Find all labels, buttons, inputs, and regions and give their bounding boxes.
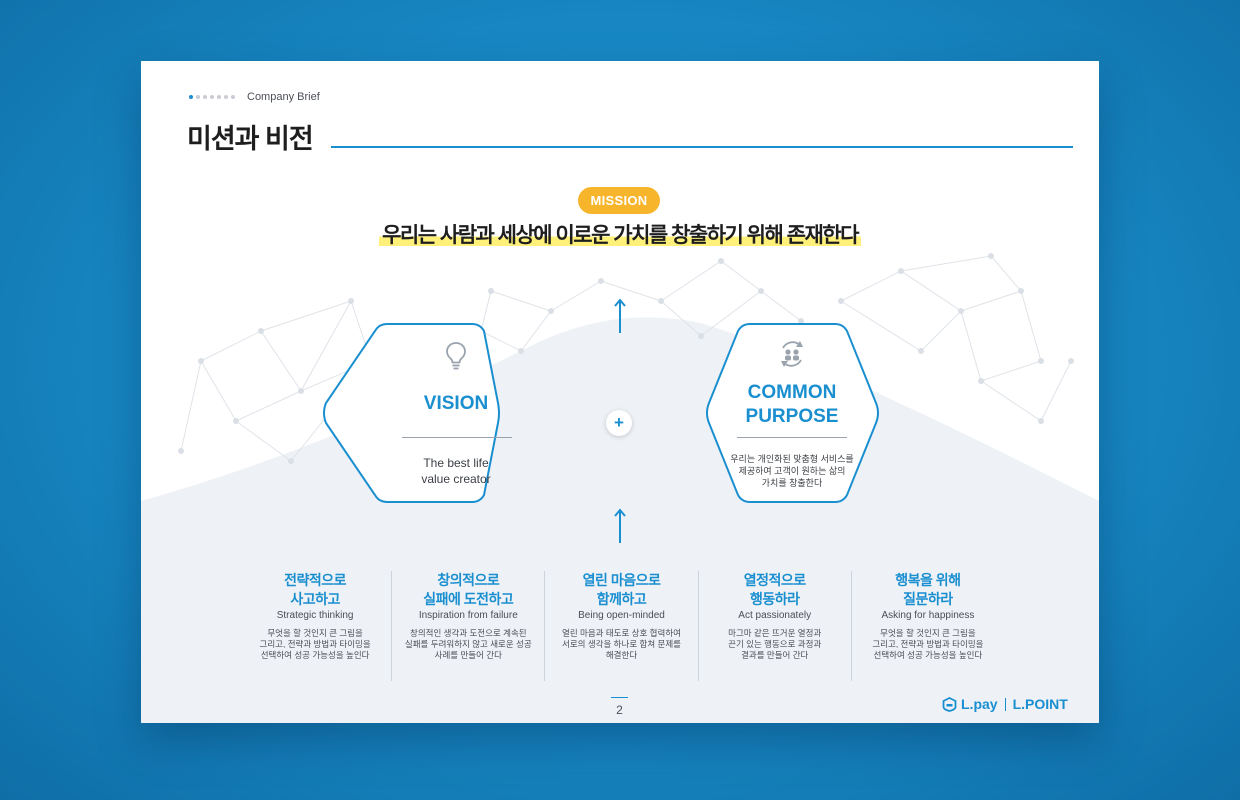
page-number-line <box>611 697 628 698</box>
value-column: 열정적으로 행동하라 Act passionately 마그마 같은 뜨거운 열… <box>697 571 851 681</box>
mission-badge: MISSION <box>578 187 660 214</box>
value-title: 열정적으로 행동하라 <box>743 572 806 607</box>
value-title: 열린 마음으로 함께하고 <box>582 572 661 607</box>
indicator-dot <box>224 95 228 99</box>
page-indicator-dots <box>189 95 235 99</box>
indicator-dot <box>231 95 235 99</box>
section-label: Company Brief <box>247 91 320 103</box>
value-subtitle: Act passionately <box>738 610 812 621</box>
mission-statement: 우리는 사람과 세상에 이로운 가치를 창출하기 위해 존재한다 <box>379 219 861 249</box>
indicator-dot <box>203 95 207 99</box>
slide: Company Brief 미션과 비전 MISSION 우리는 사람과 세상에… <box>141 61 1099 723</box>
mission-statement-wrap: 우리는 사람과 세상에 이로운 가치를 창출하기 위해 존재한다 <box>141 219 1099 249</box>
value-column: 창의적으로 실패에 도전하고 Inspiration from failure … <box>391 571 544 681</box>
lpay-logo-icon <box>942 696 957 712</box>
logo-lpay: L.pay <box>961 696 998 712</box>
core-values: 전략적으로 사고하고 Strategic thinking 무엇을 할 것인지 … <box>239 571 1004 681</box>
value-subtitle: Strategic thinking <box>276 610 354 621</box>
value-subtitle: Inspiration from failure <box>418 610 518 621</box>
value-subtitle: Being open-minded <box>578 610 665 621</box>
brand-logo: L.pay L.POINT <box>942 695 1068 713</box>
title-underline <box>331 146 1073 148</box>
value-description: 무엇을 할 것인지 큰 그림을 그리고, 전략과 방법과 타이밍을 선택하여 성… <box>259 628 371 660</box>
vision-title: VISION <box>423 393 489 414</box>
vision-description: The best life value creator <box>421 456 491 486</box>
indicator-dot-active <box>189 95 193 99</box>
common-purpose-title: COMMON PURPOSE <box>745 382 839 427</box>
value-description: 무엇을 할 것인지 큰 그림을 그리고, 전략과 방법과 타이밍을 선택하여 성… <box>872 628 984 660</box>
plus-connector: + <box>606 410 632 436</box>
value-subtitle: Asking for happiness <box>881 610 975 621</box>
page-title: 미션과 비전 <box>187 124 314 154</box>
arrow-up-icon <box>614 298 626 333</box>
value-description: 창의적인 생각과 도전으로 계속된 실패를 두려워하지 않고 새로운 성공 사례… <box>404 628 532 660</box>
value-column: 열린 마음으로 함께하고 Being open-minded 열린 마음과 태도… <box>544 571 697 681</box>
indicator-dot <box>196 95 200 99</box>
people-cycle-icon <box>781 341 803 367</box>
indicator-dot <box>210 95 214 99</box>
common-purpose-divider <box>737 437 847 438</box>
logo-lpoint: L.POINT <box>1012 696 1068 712</box>
page-number: 2 <box>616 703 623 717</box>
value-title: 전략적으로 사고하고 <box>284 572 347 607</box>
lightbulb-icon <box>446 342 466 370</box>
value-description: 마그마 같은 뜨거운 열정과 끈기 있는 행동으로 과정과 결과를 만들어 간다 <box>728 628 822 660</box>
hexagon-frames <box>323 323 879 503</box>
value-title: 행복을 위해 질문하라 <box>895 572 961 607</box>
vision-divider <box>402 437 512 438</box>
value-column: 행복을 위해 질문하라 Asking for happiness 무엇을 할 것… <box>850 571 1004 681</box>
value-title: 창의적으로 실패에 도전하고 <box>423 572 514 607</box>
arrow-up-icon <box>614 508 626 543</box>
common-purpose-hexagon <box>706 323 879 503</box>
common-purpose-description: 우리는 개인화된 맞춤형 서비스를 제공하여 고객이 원하는 삶의 가치를 창출… <box>730 454 854 488</box>
logo-separator <box>1004 697 1006 711</box>
value-column: 전략적으로 사고하고 Strategic thinking 무엇을 할 것인지 … <box>239 571 391 681</box>
indicator-dot <box>217 95 221 99</box>
value-description: 열린 마음과 태도로 상호 협력하여 서로의 생각을 하나로 합쳐 문제를 해결… <box>562 628 681 660</box>
